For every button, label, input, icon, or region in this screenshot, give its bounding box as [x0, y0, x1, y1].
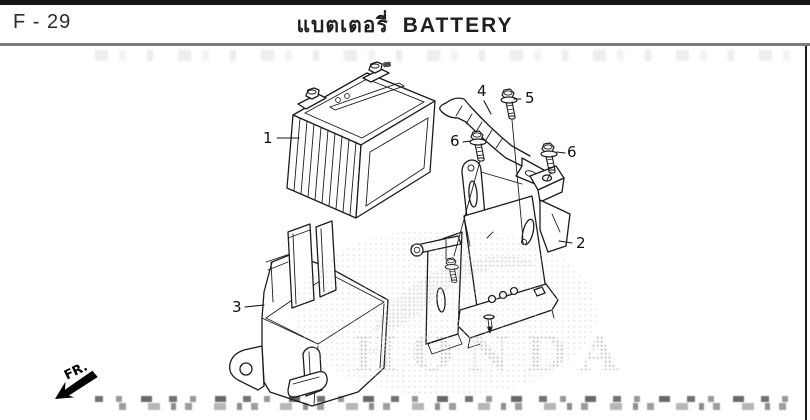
callout-5: 5 — [525, 89, 535, 107]
callout-6-left: 6 — [450, 132, 460, 150]
page-title-english: BATTERY — [402, 14, 514, 37]
scan-artifact-strip-top — [95, 396, 806, 402]
fr-direction-arrow: FR. — [55, 359, 98, 399]
scan-ghost-text-strip — [95, 50, 795, 61]
battery-ribs — [293, 117, 357, 216]
callout-6-right: 6 — [567, 143, 577, 161]
scan-artifact-strip-bottom — [110, 403, 806, 410]
page-right-border — [805, 46, 807, 420]
bolt-6-right-drawing — [540, 142, 558, 174]
callout-3: 3 — [232, 298, 242, 316]
callouts: 1 2 3 4 5 6 6 — [232, 82, 586, 316]
callout-2: 2 — [576, 234, 586, 252]
honda-wing-mark — [372, 255, 534, 332]
top-black-bar — [0, 0, 810, 5]
page-title: แบตเตอรี่ BATTERY — [0, 9, 810, 42]
watermark-text: HONDA — [352, 326, 632, 382]
page-title-thai: แบตเตอรี่ — [296, 14, 389, 37]
honda-watermark: HONDA — [293, 228, 632, 396]
strap-hatching — [455, 105, 503, 149]
battery-drawing — [286, 61, 436, 219]
page-code: F - 29 — [13, 11, 72, 33]
holder-strap-drawing — [439, 97, 545, 187]
header-divider — [0, 43, 810, 46]
callout-1: 1 — [263, 129, 273, 147]
bolt-6-left-drawing — [469, 130, 487, 162]
battery-terminal-right — [362, 61, 390, 83]
callout-4: 4 — [477, 82, 487, 100]
bolt-5-drawing — [500, 88, 518, 120]
battery-terminal-left — [297, 87, 327, 110]
